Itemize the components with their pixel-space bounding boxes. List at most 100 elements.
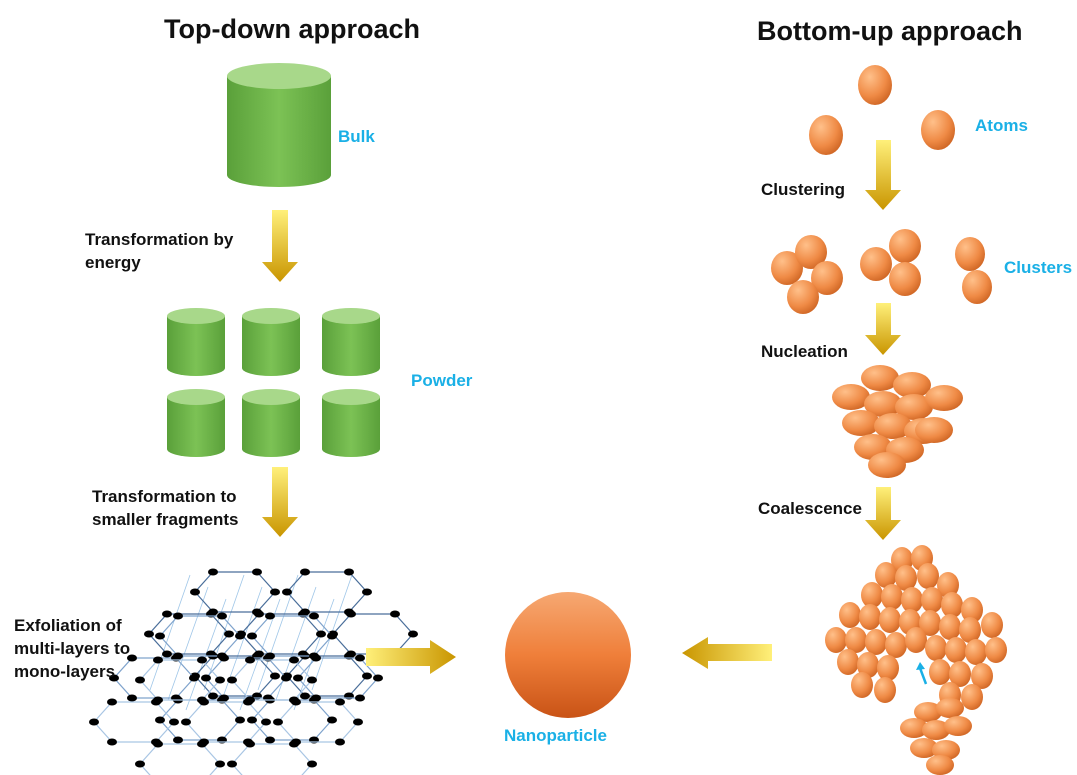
lattice-atom (227, 760, 237, 768)
lattice-atom (353, 718, 363, 726)
lattice-atom (282, 588, 292, 596)
lattice-atom (235, 632, 245, 640)
aggregate-atom (901, 587, 923, 613)
aggregate-atom (851, 672, 873, 698)
lattice-atom (155, 716, 165, 724)
lattice-atom (153, 740, 163, 748)
lattice-atom (227, 676, 237, 684)
lattice-atom (181, 718, 191, 726)
aggregate-atom (879, 607, 901, 633)
atom (858, 65, 892, 105)
nucleus-atom (915, 417, 953, 443)
bulk-label: Bulk (338, 127, 375, 146)
nucleus-atom (893, 372, 931, 398)
lattice-atom (189, 674, 199, 682)
nucleus-atom (925, 385, 963, 411)
layered-lattice-icon (89, 568, 418, 775)
powder-cylinder (322, 308, 380, 376)
aggregate-atom (929, 659, 951, 685)
powder-cylinders-icon (167, 308, 380, 457)
lattice-atom (293, 674, 303, 682)
lattice-atom (270, 588, 280, 596)
clusters-icon (771, 229, 992, 314)
cluster-atom (771, 251, 803, 285)
lattice-atom (265, 612, 275, 620)
nucleation-label: Nucleation (761, 342, 848, 361)
lattice-atom (245, 740, 255, 748)
nanoparticle-label: Nanoparticle (504, 726, 607, 745)
lattice-atom (153, 656, 163, 664)
powder-label: Powder (411, 371, 473, 390)
lattice-atom (252, 568, 262, 576)
nanoparticle-sphere-icon (505, 592, 631, 718)
lattice-atom (281, 674, 291, 682)
lattice-atom (224, 630, 234, 638)
aggregate-atom (874, 677, 896, 703)
cluster-atom (955, 237, 985, 271)
step-line: Transformation by (85, 230, 234, 249)
step-line: multi-layers to (14, 639, 131, 658)
powder-cylinder (167, 389, 225, 457)
aggregate-atom (825, 627, 847, 653)
lattice-atom (190, 588, 200, 596)
lattice-layer-middle (109, 612, 383, 744)
lattice-atom (261, 718, 271, 726)
step-line: Exfoliation of (14, 616, 122, 635)
lattice-atom (309, 612, 319, 620)
arrow-clusters-to-nuclei (865, 303, 901, 355)
aggregate-atom (861, 582, 883, 608)
lattice-atom (307, 676, 317, 684)
lattice-atom (107, 738, 117, 746)
lattice-atom (219, 654, 229, 662)
aggregate-atom (885, 632, 907, 658)
step-line: Transformation to (92, 487, 237, 506)
lattice-atom (109, 674, 119, 682)
cluster-atom (795, 235, 827, 269)
lattice-atom (247, 716, 257, 724)
lattice-atom (327, 632, 337, 640)
lattice-atom (265, 736, 275, 744)
coalesced-aggregate-icon (825, 545, 1007, 775)
lattice-atom (390, 610, 400, 618)
lattice-atom (307, 760, 317, 768)
cluster-atom (962, 270, 992, 304)
atom (921, 110, 955, 150)
aggregate-atom (965, 639, 987, 665)
lattice-connectors (149, 574, 353, 711)
aggregate-atom (961, 684, 983, 710)
lattice-atom (355, 694, 365, 702)
lattice-atom (245, 656, 255, 664)
step-line: smaller fragments (92, 510, 239, 529)
lattice-atom (327, 716, 337, 724)
arrow-powder-to-layers (262, 467, 298, 537)
atom (809, 115, 843, 155)
aggregate-atom (837, 649, 859, 675)
aggregate-atom (936, 698, 964, 718)
arrow-aggregate-to-nanoparticle (682, 637, 772, 669)
aggregate-atom (877, 655, 899, 681)
lattice-atom (151, 698, 161, 706)
lattice-atom (197, 656, 207, 664)
aggregate-atom (937, 572, 959, 598)
clusters-label: Clusters (1004, 258, 1073, 277)
lattice-atom (335, 698, 345, 706)
atoms-label: Atoms (975, 116, 1028, 135)
lattice-atom (373, 674, 383, 682)
aggregate-atom (895, 565, 917, 591)
nucleus-atom (864, 391, 902, 417)
lattice-atom (208, 692, 218, 700)
lattice-atom (162, 650, 172, 658)
aggregate-atom (900, 718, 928, 738)
arrow-layers-to-nanoparticle (366, 640, 456, 674)
cluster-atom (860, 247, 892, 281)
aggregate-atom (905, 627, 927, 653)
lattice-atom (300, 692, 310, 700)
step-line: energy (85, 253, 141, 272)
arrow-nuclei-to-coalescence (865, 487, 901, 540)
aggregate-atom (941, 592, 963, 618)
lattice-atom (107, 698, 117, 706)
aggregate-atom (961, 597, 983, 623)
bottom-up-heading: Bottom-up approach (757, 16, 1023, 46)
bulk-cylinder-icon (227, 63, 331, 187)
lattice-layer-bottom (89, 656, 363, 775)
